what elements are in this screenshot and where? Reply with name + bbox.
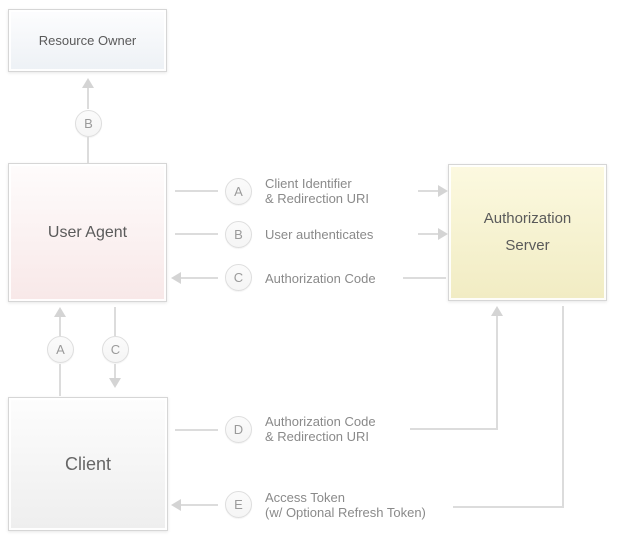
arrowhead-left-to-client: [171, 499, 181, 511]
arrow-segment: [175, 233, 218, 235]
flow-a-label: Client Identifier & Redirection URI: [265, 176, 369, 206]
arrowhead-right-to-auth-server: [438, 185, 448, 197]
flow-a-label-line1: Client Identifier: [265, 176, 352, 191]
badge-letter: A: [234, 184, 243, 199]
badge-flow-e: E: [225, 491, 252, 518]
arrow-segment: [175, 190, 218, 192]
arrowhead-right-to-auth-server: [438, 228, 448, 240]
badge-letter: B: [84, 116, 93, 131]
arrow-segment: [59, 364, 61, 396]
badge-letter: A: [56, 342, 65, 357]
flow-b-label-line1: User authenticates: [265, 227, 374, 242]
arrow-segment: [403, 277, 446, 279]
arrowhead-down-to-client: [109, 378, 121, 388]
resource-owner-label: Resource Owner: [38, 33, 137, 48]
arrow-segment: [496, 316, 498, 430]
user-agent-label: User Agent: [47, 223, 128, 241]
flow-e-label-line1: Access Token: [265, 490, 345, 505]
arrow-segment: [418, 233, 439, 235]
resource-owner-box: Resource Owner: [8, 9, 167, 72]
arrow-segment: [410, 428, 498, 430]
flow-d-label-line1: Authorization Code: [265, 414, 376, 429]
arrow-segment: [59, 317, 61, 336]
badge-letter: D: [233, 422, 244, 437]
badge-c-pass: C: [102, 336, 129, 363]
badge-letter: C: [110, 342, 121, 357]
badge-letter: C: [233, 270, 244, 285]
badge-a-pass: A: [47, 336, 74, 363]
arrow-segment: [181, 504, 218, 506]
badge-letter: E: [234, 497, 243, 512]
badge-letter: B: [234, 227, 243, 242]
arrow-segment: [562, 306, 564, 508]
flow-e-label: Access Token (w/ Optional Refresh Token): [265, 490, 426, 520]
arrow-segment: [87, 88, 89, 109]
badge-b-redirect: B: [75, 110, 102, 137]
flow-d-label-line2: & Redirection URI: [265, 429, 370, 444]
arrowhead-up-to-resource-owner: [82, 78, 94, 88]
authorization-server-label: Authorization Server: [483, 210, 572, 254]
arrow-segment: [114, 307, 116, 336]
arrow-segment: [453, 506, 564, 508]
flow-d-label: Authorization Code & Redirection URI: [265, 414, 376, 444]
authorization-server-box: Authorization Server: [448, 164, 607, 301]
arrow-segment: [175, 429, 218, 431]
arrowhead-left-to-user-agent: [171, 272, 181, 284]
arrowhead-up-to-auth-server: [491, 306, 503, 316]
badge-flow-b: B: [225, 221, 252, 248]
badge-flow-a: A: [225, 178, 252, 205]
flow-b-label: User authenticates: [265, 227, 373, 242]
arrow-segment: [181, 277, 218, 279]
flow-c-label: Authorization Code: [265, 271, 376, 286]
client-box: Client: [8, 397, 168, 531]
arrow-segment: [87, 137, 89, 163]
badge-flow-d: D: [225, 416, 252, 443]
arrow-segment: [114, 364, 116, 378]
arrowhead-up-to-user-agent: [54, 307, 66, 317]
user-agent-box: User Agent: [8, 163, 167, 302]
flow-c-label-line1: Authorization Code: [265, 271, 376, 286]
client-label: Client: [64, 453, 112, 474]
arrow-segment: [418, 190, 439, 192]
flow-a-label-line2: & Redirection URI: [265, 191, 370, 206]
flow-e-label-line2: (w/ Optional Refresh Token): [265, 505, 426, 520]
badge-flow-c: C: [225, 264, 252, 291]
